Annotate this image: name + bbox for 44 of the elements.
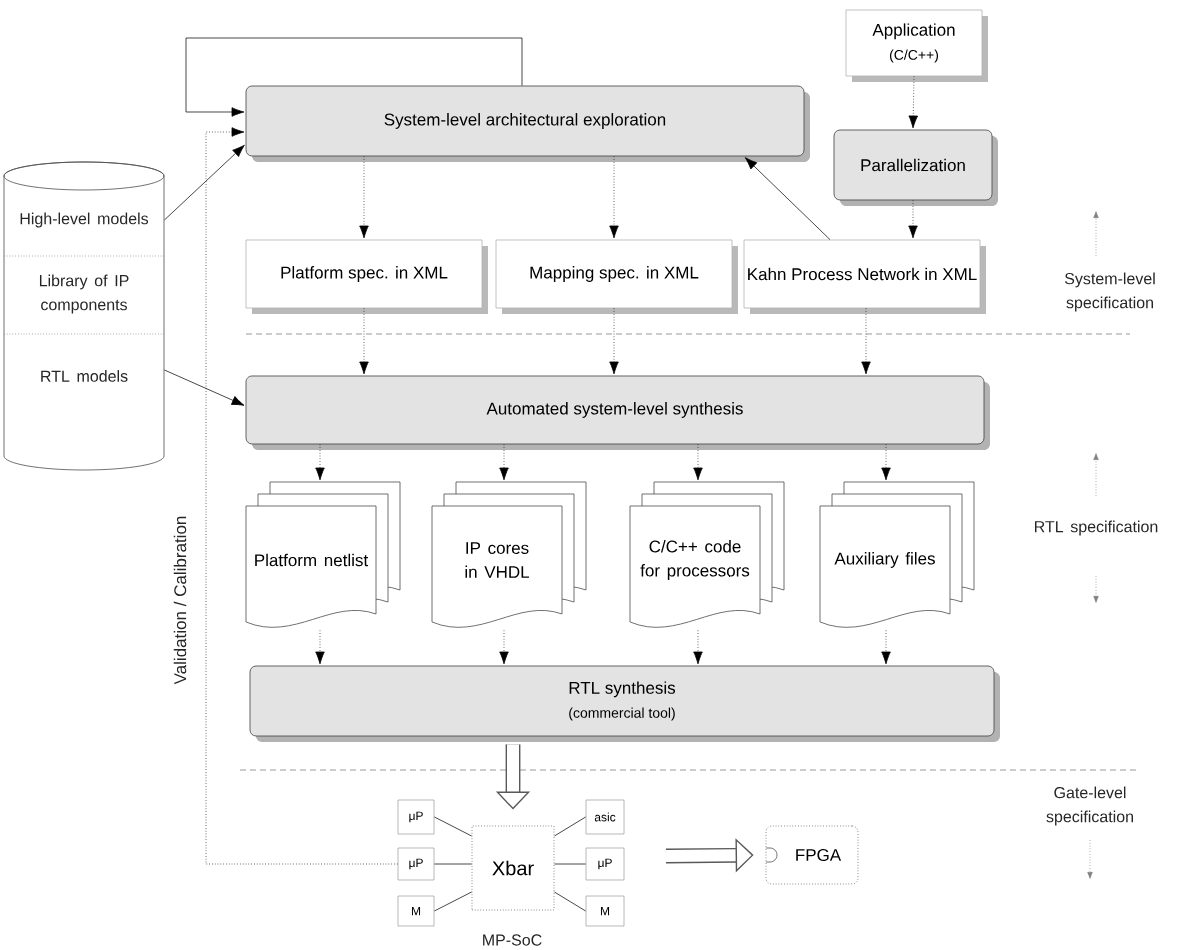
arrow [908, 200, 918, 239]
process-box: Parallelization [833, 129, 998, 206]
arrow [609, 156, 619, 239]
crossbar-box: Xbar [471, 825, 555, 911]
connector-line [434, 816, 472, 837]
connector-line [434, 863, 472, 865]
process-box: Automated system-level synthesis [245, 375, 990, 450]
spec-box: Mapping spec. in XML [495, 239, 738, 314]
arrow [499, 444, 509, 481]
arrow [359, 308, 369, 375]
process-box: System-level architectural exploration [245, 85, 810, 162]
arrow [908, 76, 918, 129]
connector-line [554, 863, 586, 865]
edge-label: Validation / Calibration [171, 513, 189, 687]
arrow [315, 444, 325, 481]
arrow [359, 156, 369, 239]
arrow [693, 444, 703, 481]
arrow [861, 308, 871, 375]
document-stack: Auxiliary files [819, 481, 975, 628]
level-label: System-level specification [1064, 272, 1155, 312]
arrow [609, 308, 619, 375]
arrow [185, 37, 523, 117]
arrow [744, 157, 831, 240]
spec-box: Kahn Process Network in XML [743, 239, 986, 314]
spec-box: Platform spec. in XML [245, 239, 488, 314]
connector-line [434, 891, 472, 912]
arrow [499, 630, 509, 665]
document-stack: C/C++ code for processors [629, 481, 785, 628]
arrow [164, 144, 245, 221]
arrow [881, 630, 891, 665]
level-label: RTL specification [1035, 520, 1158, 536]
document-stack: IP cores in VHDL [431, 481, 587, 628]
arrow [693, 630, 703, 665]
mp-soc-caption: MP-SoC [483, 934, 542, 946]
level-label: Gate-level specification [1046, 786, 1133, 826]
arrow [315, 630, 325, 665]
fpga-box: FPGA [765, 825, 859, 885]
connector-line [554, 891, 586, 912]
arrow [164, 369, 245, 406]
arrow [205, 127, 398, 865]
connector-line [554, 816, 586, 837]
database-cylinder: High-level models Library of IP components RTL models [3, 161, 165, 471]
arrow [881, 444, 891, 481]
document-stack: Platform netlist [245, 481, 401, 628]
